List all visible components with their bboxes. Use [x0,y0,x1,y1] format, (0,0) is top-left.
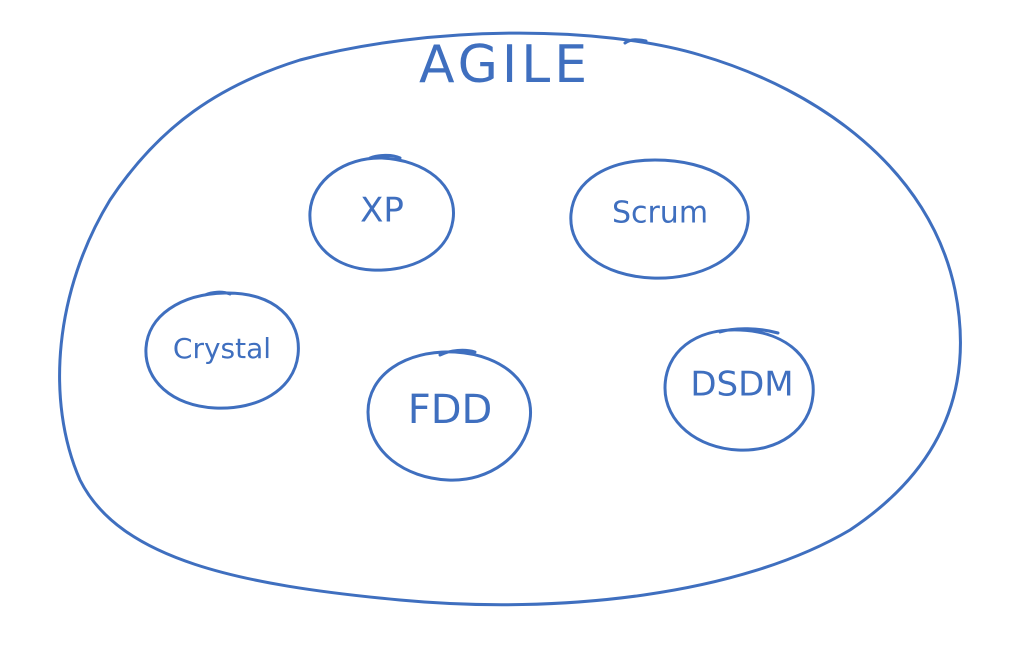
diagram-title: AGILE [419,35,591,95]
method-label: DSDM [690,365,793,405]
pen-flick [623,38,648,45]
bubble-outline [366,348,533,482]
method-label: FDD [408,387,493,433]
bubble-outline [144,290,300,410]
method-label: Crystal [173,332,271,365]
method-bubble-xp: XP [308,153,455,272]
bubble-outline [663,327,815,452]
method-label: XP [360,191,404,231]
agile-outer-ellipse [58,31,962,607]
bubble-outline [569,158,750,280]
method-bubble-fdd: FDD [366,348,533,482]
bubble-outline [308,153,455,272]
method-bubble-dsdm: DSDM [663,327,815,452]
method-label: Scrum [612,196,708,231]
method-bubble-crystal: Crystal [144,290,300,410]
method-bubble-scrum: Scrum [569,158,750,280]
